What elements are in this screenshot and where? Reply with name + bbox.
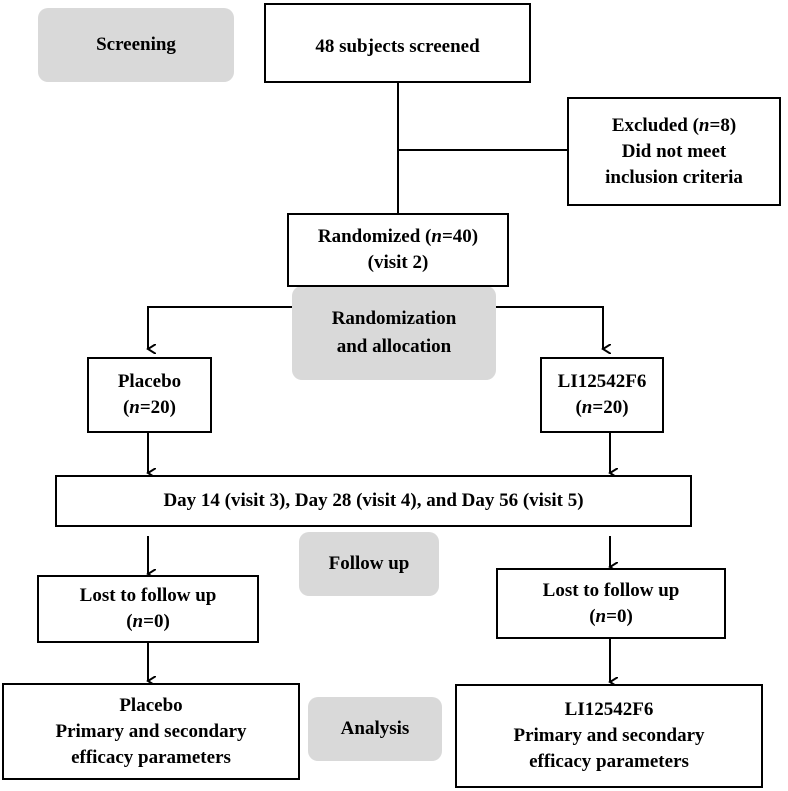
stage-follow-up: Follow up — [299, 532, 439, 596]
box-lost-right-text: Lost to follow up (n=0) — [543, 578, 680, 630]
box-li-text: LI12542F6 (n=20) — [558, 369, 647, 421]
lost-left-n-symbol: n — [132, 611, 144, 632]
lost-right-line1: Lost to follow up — [542, 579, 680, 601]
box-randomized-text: Randomized (n=40) (visit 2) — [318, 224, 478, 276]
box-analysis-right-text: LI12542F6 Primary and secondary efficacy… — [513, 697, 704, 775]
box-screened-label: 48 subjects screened — [315, 36, 480, 57]
analysis-left-line1: Placebo — [119, 694, 183, 716]
li-n: (n=20) — [575, 395, 628, 421]
randomized-n-suffix: =40) — [441, 226, 479, 247]
lost-right-n: (n=0) — [589, 604, 633, 630]
box-randomized: Randomized (n=40) (visit 2) — [287, 213, 509, 287]
placebo-label: Placebo — [117, 371, 182, 392]
lost-left-prefix: ( — [126, 611, 133, 632]
stage-randomization-line2: and allocation — [336, 336, 452, 357]
placebo-n: (n=20) — [123, 395, 176, 421]
randomized-n-symbol: n — [431, 226, 442, 247]
excluded-line1: Excluded (n=8) — [612, 113, 736, 139]
box-li: LI12542F6 (n=20) — [540, 357, 664, 433]
placebo-n-suffix: =20) — [139, 397, 177, 418]
randomized-prefix: Randomized ( — [317, 226, 432, 247]
placebo-n-symbol: n — [129, 397, 140, 418]
lost-right-suffix: =0) — [606, 605, 633, 627]
box-visits: Day 14 (visit 3), Day 28 (visit 4), and … — [55, 475, 692, 527]
stage-analysis-label: Analysis — [340, 718, 410, 739]
box-excluded: Excluded (n=8) Did not meet inclusion cr… — [567, 97, 781, 206]
li-label: LI12542F6 — [557, 371, 647, 392]
stage-screening-label: Screening — [96, 34, 176, 55]
box-screened: 48 subjects screened — [264, 3, 531, 83]
stage-randomization-text: Randomization and allocation — [332, 305, 457, 361]
box-analysis-left-text: Placebo Primary and secondary efficacy p… — [55, 693, 246, 771]
box-analysis-left: Placebo Primary and secondary efficacy p… — [2, 683, 300, 780]
box-lost-right: Lost to follow up (n=0) — [496, 568, 726, 639]
stage-randomization-line1: Randomization — [331, 308, 457, 329]
li-n-symbol: n — [581, 397, 593, 418]
stage-randomization: Randomization and allocation — [292, 286, 496, 380]
lost-right-prefix: ( — [589, 605, 596, 627]
placebo-n-prefix: ( — [122, 397, 130, 418]
analysis-right-line1: LI12542F6 — [564, 699, 654, 720]
excluded-n-symbol: n — [698, 114, 710, 136]
randomized-line1: Randomized (n=40) — [318, 224, 478, 250]
analysis-left-line2: Primary and secondary — [55, 720, 247, 742]
stage-screening: Screening — [38, 8, 234, 82]
lost-right-n-symbol: n — [595, 605, 607, 627]
analysis-right-line3: efficacy parameters — [529, 751, 689, 772]
excluded-line3: inclusion criteria — [605, 166, 743, 188]
box-lost-left-text: Lost to follow up (n=0) — [80, 583, 217, 635]
lost-left-suffix: =0) — [143, 611, 170, 632]
analysis-right-line2: Primary and secondary — [513, 725, 705, 746]
visits-label: Day 14 (visit 3), Day 28 (visit 4), and … — [163, 490, 584, 511]
box-placebo: Placebo (n=20) — [87, 357, 212, 433]
li-n-prefix: ( — [575, 397, 582, 418]
box-lost-left: Lost to follow up (n=0) — [37, 575, 259, 643]
analysis-left-line3: efficacy parameters — [71, 746, 231, 768]
excluded-n-suffix: =8) — [709, 114, 737, 136]
stage-follow-up-label: Follow up — [328, 553, 410, 574]
excluded-prefix: Excluded ( — [611, 114, 699, 136]
li-n-suffix: =20) — [592, 397, 629, 418]
lost-left-line1: Lost to follow up — [79, 585, 217, 606]
lost-left-n: (n=0) — [126, 609, 170, 635]
stage-analysis: Analysis — [308, 697, 442, 761]
box-analysis-right: LI12542F6 Primary and secondary efficacy… — [455, 684, 763, 788]
box-excluded-text: Excluded (n=8) Did not meet inclusion cr… — [605, 113, 743, 191]
excluded-line2: Did not meet — [621, 140, 727, 162]
box-placebo-text: Placebo (n=20) — [118, 369, 181, 421]
randomized-line2: (visit 2) — [367, 252, 429, 273]
